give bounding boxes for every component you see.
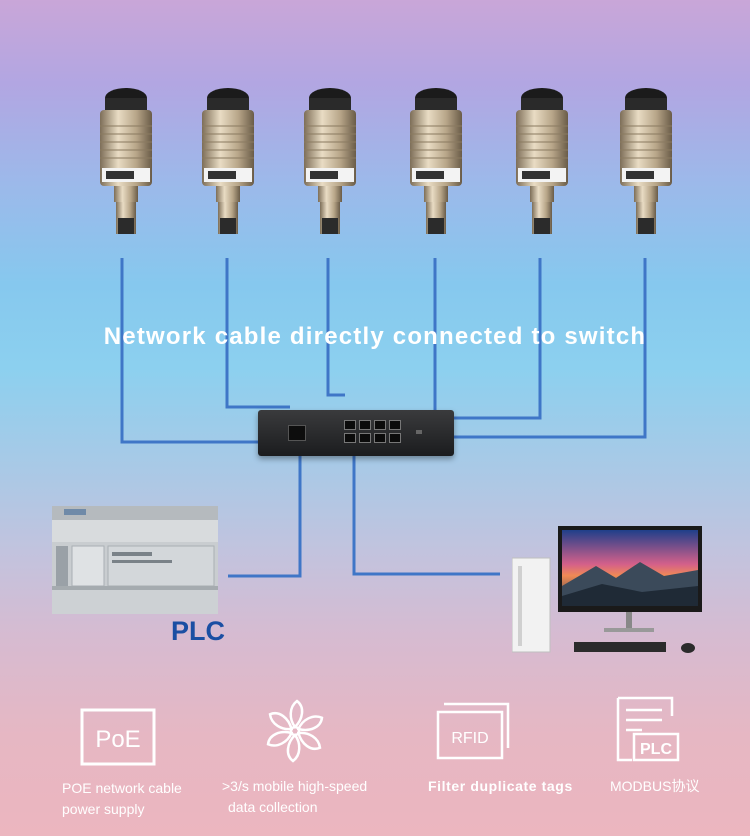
plc-device <box>52 506 218 614</box>
wire-sensor-1 <box>120 258 258 444</box>
plc-icon-text: PLC <box>640 741 672 758</box>
network-switch <box>258 410 454 456</box>
feature-speed-line2: data collection <box>228 799 318 815</box>
rfid-sensor-4 <box>410 88 462 234</box>
rfid-icon-text: RFID <box>451 730 488 747</box>
wire-sensor-6 <box>454 258 647 439</box>
feature-poe-line1: POE network cable <box>62 780 182 796</box>
rfid-sensor-6 <box>620 88 672 234</box>
feature-speed-line1: >3/s mobile high-speed <box>222 778 368 794</box>
wire-sensor-2 <box>225 258 290 409</box>
poe-icon: PoE <box>80 708 156 766</box>
plc-document-icon: PLC <box>616 696 680 762</box>
fan-icon <box>266 699 324 763</box>
wire-plc <box>228 456 302 578</box>
computer <box>512 526 702 653</box>
rfid-sensor-2 <box>202 88 254 234</box>
ethernet-ports <box>344 420 401 443</box>
rfid-sensor-1 <box>100 88 152 234</box>
headline: Network cable directly connected to swit… <box>103 323 647 350</box>
rfid-sensor-5 <box>516 88 568 234</box>
plc-label: PLC <box>171 616 225 646</box>
feature-poe-line2: power supply <box>62 801 145 817</box>
feature-rfid-line1: Filter duplicate tags <box>428 778 573 794</box>
wire-sensor-5 <box>454 258 542 420</box>
poe-icon-text: PoE <box>95 726 140 753</box>
status-led <box>416 430 422 434</box>
power-port <box>288 425 306 441</box>
wire-sensor-3 <box>326 258 345 397</box>
wire-pc <box>352 456 500 576</box>
rfid-sensor-3 <box>304 88 356 234</box>
feature-modbus-line1: MODBUS协议 <box>610 778 700 794</box>
rfid-icon: RFID <box>436 702 510 760</box>
